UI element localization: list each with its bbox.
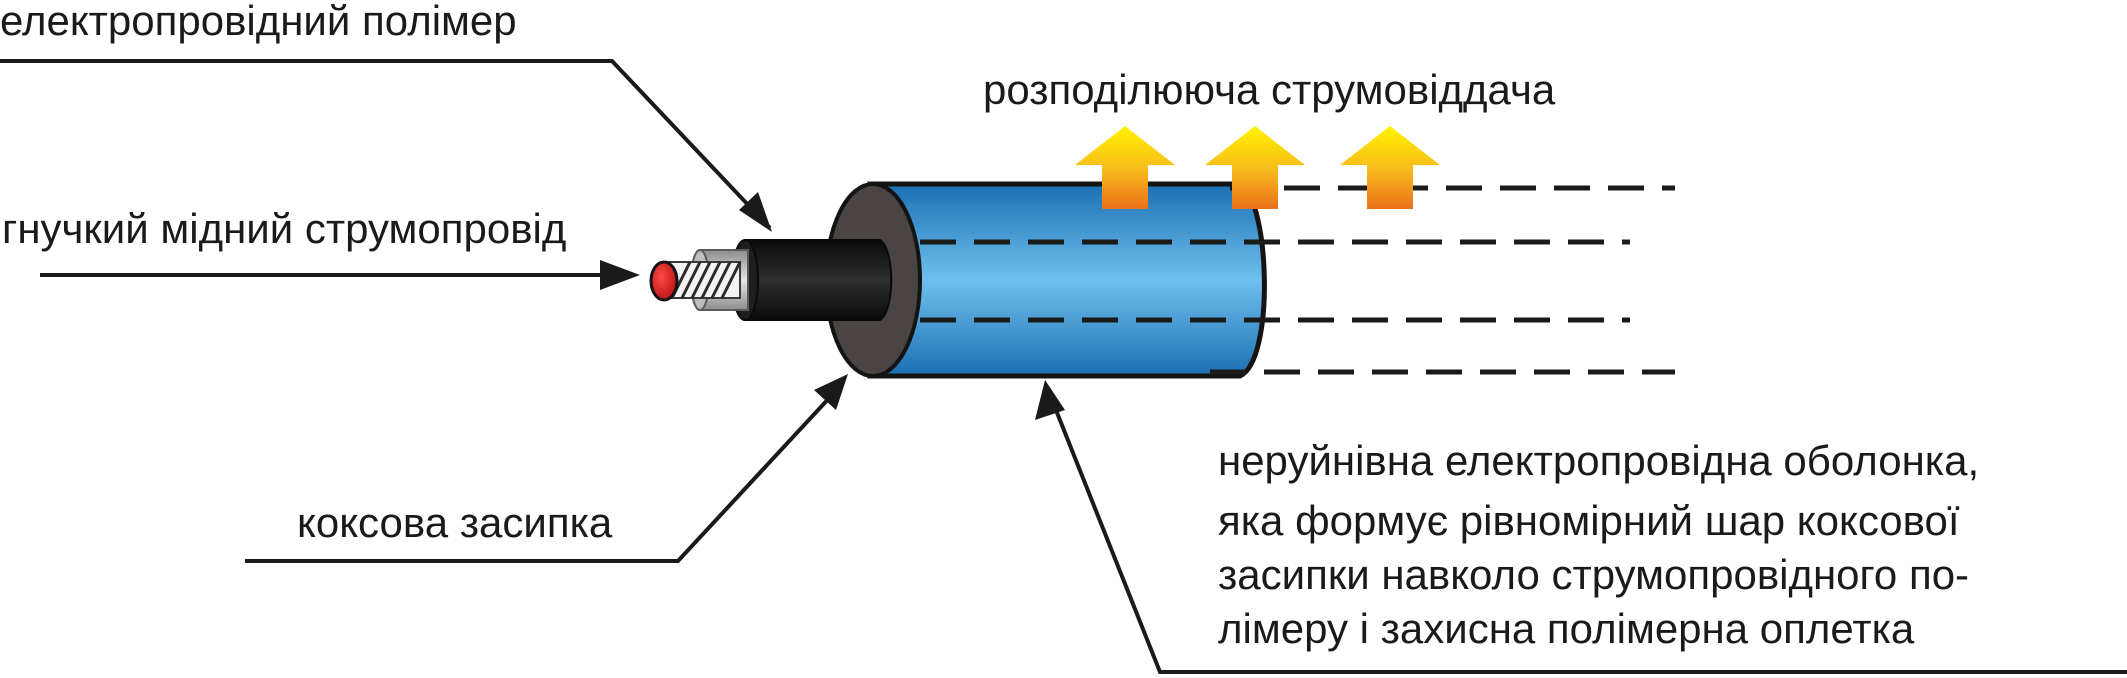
label-jacket-line-2: яка формує рівномірний шар коксової: [1218, 497, 1960, 544]
leader-line-jacket: [1048, 394, 2127, 674]
up-arrow-3: [1340, 126, 1440, 209]
label-coke-backfill: коксова засипка: [297, 499, 613, 546]
copper-strands: [667, 261, 742, 299]
arrowhead-copper-conductor: [600, 260, 640, 290]
label-jacket-line-4: лімеру і захисна полімерна оплетка: [1218, 605, 1915, 652]
leader-line-coke-backfill: [245, 393, 834, 563]
conductive-jacket: [867, 181, 1267, 379]
label-jacket-line-3: засипки навколо струмопровідного по-: [1218, 551, 1969, 598]
label-flexible-copper-conductor: гнучкий мідний струмопровід: [2, 205, 566, 252]
current-distribution-lines: [920, 185, 1675, 375]
arrowhead-coke-backfill: [814, 374, 848, 410]
up-arrow-2: [1205, 126, 1305, 209]
label-jacket-line-1: неруйнівна електропровідна оболонка,: [1218, 437, 1979, 484]
label-conductive-polymer: електропровідний полімер: [0, 0, 517, 44]
leader-line-conductive-polymer: [0, 59, 772, 230]
arrowhead-jacket: [1035, 380, 1065, 420]
arrowhead-conductive-polymer: [739, 192, 772, 232]
copper-core-end: [649, 260, 679, 302]
up-arrow-1: [1075, 126, 1175, 209]
conductive-polymer-core: [744, 239, 893, 321]
label-current-distribution: розподілююча струмовіддача: [983, 66, 1556, 113]
